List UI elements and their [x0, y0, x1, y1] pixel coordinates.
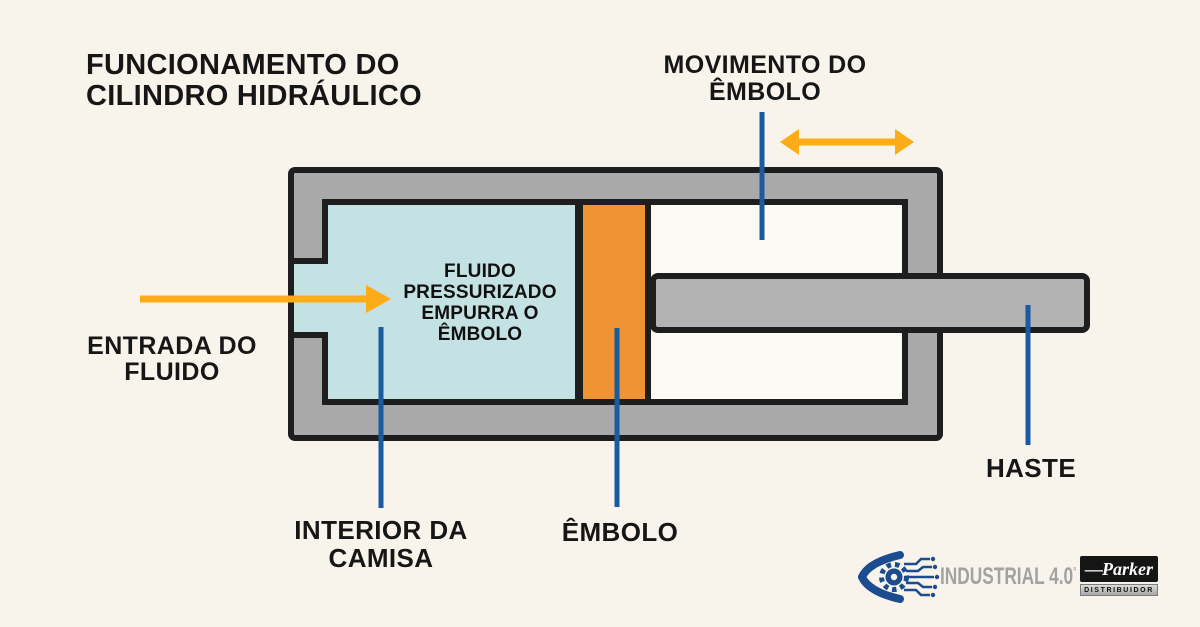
fluid-inlet-arrow [140, 285, 391, 313]
movement-arrow-right-head [895, 129, 914, 155]
label-interior-da-camisa: INTERIOR DA CAMISA [294, 515, 468, 573]
parker-dash: — [1085, 558, 1103, 579]
pointer-lines [378, 112, 1031, 508]
label-haste: HASTE [985, 453, 1077, 483]
label-entrada-do-fluido: ENTRADA DO FLUIDO [87, 332, 257, 386]
piston-movement-arrow [780, 129, 914, 155]
movement-arrow-left-head [780, 129, 799, 155]
industrial-40-gear-circuit-icon [858, 551, 940, 603]
piston-rod [650, 273, 1090, 333]
pressurized-fluid-chamber [288, 199, 581, 405]
label-movimento-do-embolo: MOVIMENTO DO ÊMBOLO [663, 51, 867, 106]
parker-logo: —Parker DISTRIBUIDOR [1080, 556, 1158, 596]
parker-wordmark-box: —Parker [1080, 556, 1158, 582]
label-embolo: ÊMBOLO [561, 517, 679, 547]
parker-name: Parker [1102, 558, 1153, 579]
label-fluido-pressurizado: FLUIDO PRESSURIZADO EMPURRA O ÊMBOLO [403, 261, 557, 345]
industrial-40-wordmark: INDUSTRIAL 4.0° [940, 563, 1076, 591]
piston [577, 199, 651, 405]
fluid-inlet-arrow-head [366, 285, 391, 313]
page-title: FUNCIONAMENTO DO CILINDRO HIDRÁULICO [86, 49, 422, 112]
industrial-40-logo: INDUSTRIAL 4.0° [858, 550, 1129, 604]
industrial-40-name: INDUSTRIAL 4.0 [940, 563, 1074, 590]
parker-distribuidor-label: DISTRIBUIDOR [1080, 584, 1158, 596]
industrial-40-registered-mark: ° [1073, 566, 1077, 578]
